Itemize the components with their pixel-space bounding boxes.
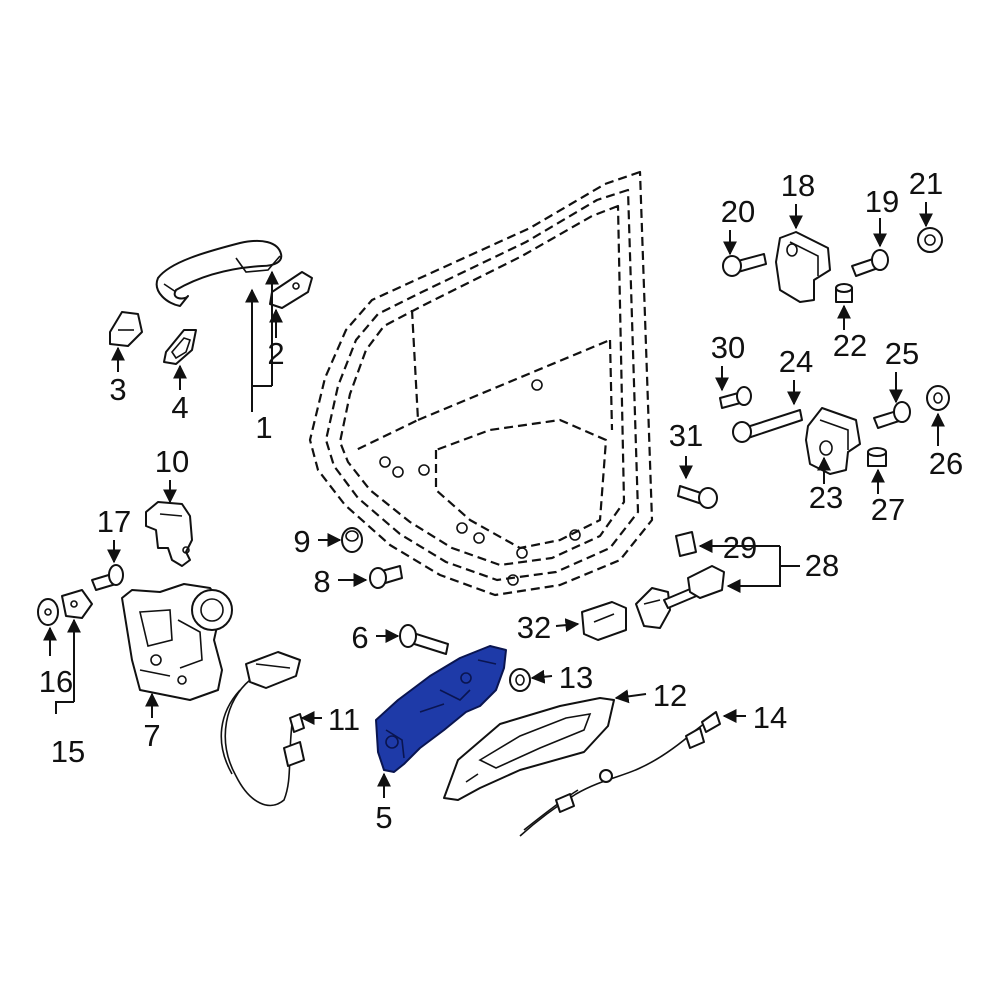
callout-9: 9 xyxy=(293,524,310,559)
bolt-17 xyxy=(91,564,124,591)
callout-18: 18 xyxy=(781,168,815,203)
door-latch-assembly xyxy=(121,583,233,701)
bolt-31 xyxy=(677,485,718,509)
check-pad-29 xyxy=(675,531,697,557)
callout-28: 28 xyxy=(805,548,839,583)
callout-25: 25 xyxy=(885,336,919,371)
hinge-bolt-19 xyxy=(851,249,889,277)
callout-labels: 1 2 3 4 5 6 7 8 9 10 11 12 13 14 15 16 1… xyxy=(39,166,963,835)
inner-door-handle xyxy=(443,697,615,801)
callout-20: 20 xyxy=(721,194,755,229)
rear-door-outline xyxy=(308,170,654,597)
upper-hinge-18 xyxy=(775,231,831,303)
lower-hinge-23 xyxy=(805,407,861,475)
callout-2: 2 xyxy=(267,336,284,371)
callout-4: 4 xyxy=(171,390,188,425)
grommet-9 xyxy=(341,527,363,553)
release-cable xyxy=(220,651,305,807)
callout-27: 27 xyxy=(871,492,905,527)
bolt-30 xyxy=(719,386,752,409)
nut-26 xyxy=(926,385,950,411)
handle-carrier-highlighted xyxy=(375,645,507,773)
hinge-bolt-20 xyxy=(722,253,767,277)
callout-8: 8 xyxy=(313,564,330,599)
callout-23: 23 xyxy=(809,480,843,515)
callout-26: 26 xyxy=(929,446,963,481)
plate-15 xyxy=(61,589,93,619)
bushing-27 xyxy=(867,447,887,467)
callout-3: 3 xyxy=(109,372,126,407)
callout-7: 7 xyxy=(143,718,160,753)
callout-32: 32 xyxy=(517,610,551,645)
callout-6: 6 xyxy=(351,620,368,655)
bumper-32 xyxy=(581,601,627,641)
leader-lines xyxy=(43,202,945,798)
callout-13: 13 xyxy=(559,660,593,695)
callout-17: 17 xyxy=(97,504,131,539)
callout-29: 29 xyxy=(723,530,757,565)
bolt-8 xyxy=(369,565,403,589)
callout-30: 30 xyxy=(711,330,745,365)
callout-14: 14 xyxy=(753,700,787,735)
outer-door-handle xyxy=(155,239,283,307)
handle-gasket xyxy=(163,329,197,365)
callout-19: 19 xyxy=(865,184,899,219)
callout-10: 10 xyxy=(155,444,189,479)
hinge-bolt-25 xyxy=(873,401,911,429)
callout-11: 11 xyxy=(328,702,360,737)
door-check-28 xyxy=(635,565,725,629)
hinge-bolt-24 xyxy=(732,409,803,443)
callout-1: 1 xyxy=(255,410,272,445)
callout-12: 12 xyxy=(653,678,687,713)
callout-24: 24 xyxy=(779,344,813,379)
callout-16: 16 xyxy=(39,664,73,699)
lock-bracket xyxy=(145,501,193,567)
plate-16 xyxy=(37,598,59,626)
callout-15: 15 xyxy=(51,734,85,769)
callout-21: 21 xyxy=(909,166,943,201)
callout-22: 22 xyxy=(833,328,867,363)
inner-release-cable xyxy=(519,711,721,837)
lock-cylinder-cover xyxy=(109,311,143,347)
callout-5: 5 xyxy=(375,800,392,835)
handle-cap xyxy=(269,271,313,309)
screw-6 xyxy=(399,624,449,655)
washer-13 xyxy=(509,668,531,692)
nut-21 xyxy=(917,227,943,253)
callout-31: 31 xyxy=(669,418,703,453)
bushing-22 xyxy=(835,283,853,303)
